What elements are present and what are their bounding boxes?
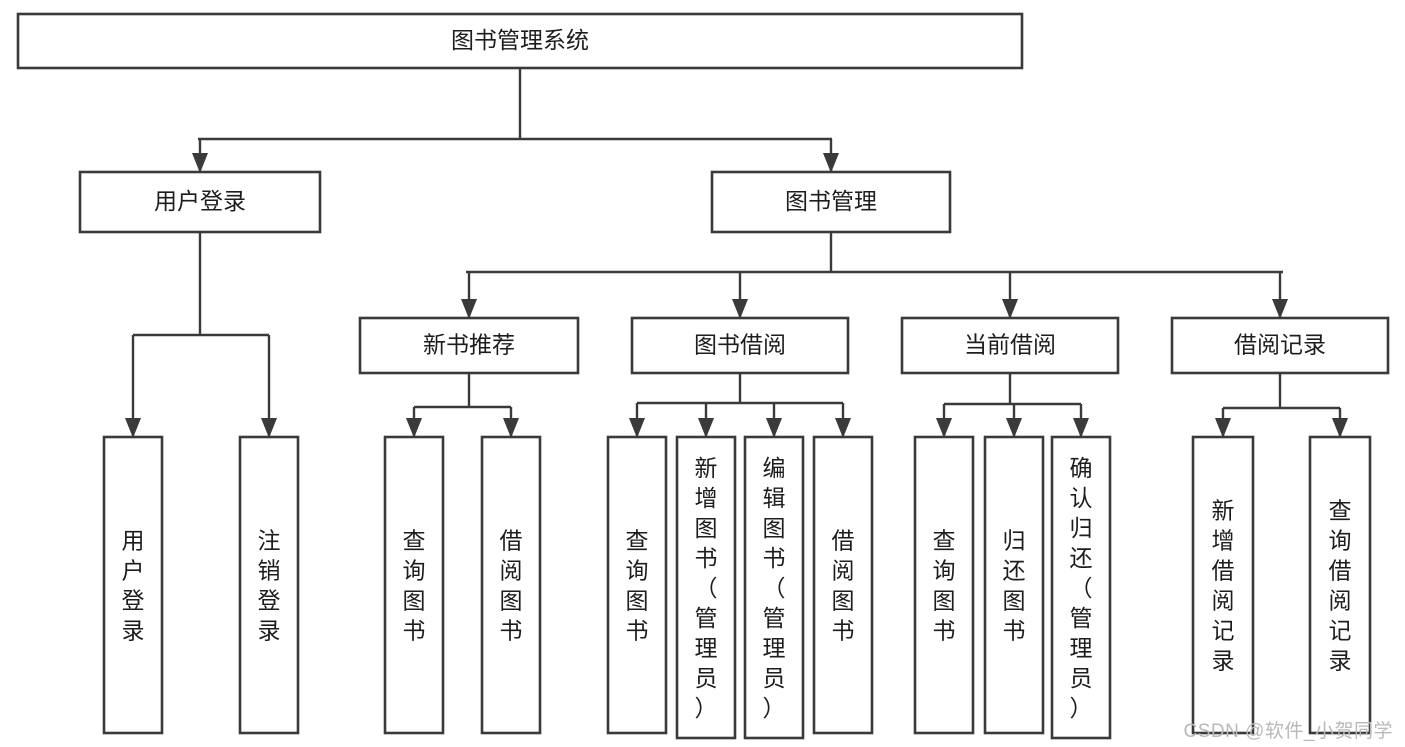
edges-layer: [125, 68, 1348, 438]
edge-group-bus-book-manage: [466, 232, 1283, 274]
node-leaf-confirm-return[interactable]: 确认归还（管理员）: [1050, 435, 1112, 740]
edge-book-manage-to-borrow-record: [1272, 272, 1288, 319]
node-box-book-manage[interactable]: [710, 170, 952, 234]
node-root[interactable]: 图书管理系统: [16, 12, 1024, 70]
edge-book-borrow-to-leaf-edit-book: [766, 403, 782, 438]
edge-root-to-user-login: [192, 139, 208, 173]
edge-current-borrow-to-leaf-query-book-3: [936, 404, 952, 438]
node-label-leaf-add-record: 新增借阅记录: [1212, 497, 1235, 673]
node-box-user-login[interactable]: [78, 170, 322, 234]
node-box-leaf-query-book-1[interactable]: [383, 435, 445, 735]
node-label-leaf-query-book-2: 查询图书: [626, 527, 649, 643]
edge-book-borrow-to-leaf-add-book: [698, 403, 714, 438]
node-leaf-borrow-book-1[interactable]: 借阅图书: [480, 435, 542, 735]
node-new-book-rec[interactable]: 新书推荐: [358, 316, 580, 375]
node-box-leaf-user-logout[interactable]: [238, 435, 300, 735]
node-box-leaf-user-login[interactable]: [102, 435, 164, 735]
edge-book-manage-to-current-borrow: [1002, 272, 1018, 319]
node-box-current-borrow[interactable]: [900, 316, 1120, 375]
edge-current-borrow-to-leaf-return-book: [1006, 404, 1022, 438]
node-box-leaf-add-book[interactable]: [675, 435, 737, 740]
edge-group-bus-root: [198, 68, 832, 141]
node-label-leaf-confirm-return: 确认归还（管理员）: [1070, 455, 1093, 721]
node-box-book-borrow[interactable]: [630, 316, 850, 375]
node-leaf-add-book[interactable]: 新增图书（管理员）: [675, 435, 737, 740]
edge-group-bus-new-book-rec: [414, 373, 511, 409]
node-box-borrow-record[interactable]: [1170, 316, 1390, 375]
node-box-leaf-query-book-3[interactable]: [913, 435, 975, 735]
edge-borrow-record-to-leaf-query-record: [1332, 408, 1348, 438]
node-leaf-return-book[interactable]: 归还图书: [983, 435, 1045, 735]
node-leaf-add-record[interactable]: 新增借阅记录: [1191, 435, 1255, 735]
node-box-leaf-borrow-book-1[interactable]: [480, 435, 542, 735]
edge-new-book-rec-to-leaf-query-book-1: [406, 407, 422, 438]
node-label-leaf-borrow-book-2: 借阅图书: [832, 527, 855, 643]
node-book-manage[interactable]: 图书管理: [710, 170, 952, 234]
node-label-leaf-add-book: 新增图书（管理员）: [695, 455, 718, 721]
node-label-leaf-borrow-book-1: 借阅图书: [500, 527, 523, 643]
node-label-user-login: 用户登录: [154, 188, 246, 214]
edge-user-login-to-leaf-user-logout: [261, 335, 277, 438]
node-user-login[interactable]: 用户登录: [78, 170, 322, 234]
edge-book-manage-to-book-borrow: [732, 272, 748, 319]
node-leaf-query-book-1[interactable]: 查询图书: [383, 435, 445, 735]
node-book-borrow[interactable]: 图书借阅: [630, 316, 850, 375]
edge-current-borrow-to-leaf-confirm-return: [1073, 404, 1089, 438]
node-box-leaf-query-book-2[interactable]: [606, 435, 668, 735]
node-label-root: 图书管理系统: [451, 27, 589, 53]
node-label-new-book-rec: 新书推荐: [423, 332, 515, 358]
node-label-leaf-user-logout: 注销登录: [258, 527, 281, 643]
node-label-leaf-edit-book: 编辑图书（管理员）: [763, 455, 786, 721]
edge-borrow-record-to-leaf-add-record: [1215, 408, 1231, 438]
node-label-leaf-query-record: 查询借阅记录: [1329, 497, 1352, 673]
watermark-text: CSDN @软件_小贺同学: [1183, 721, 1393, 742]
edge-group-bus-user-login: [133, 232, 269, 337]
node-label-borrow-record: 借阅记录: [1234, 332, 1326, 358]
edge-group-bus-current-borrow: [944, 373, 1081, 406]
node-box-leaf-return-book[interactable]: [983, 435, 1045, 735]
edge-new-book-rec-to-leaf-borrow-book-1: [503, 407, 519, 438]
edge-book-borrow-to-leaf-query-book-2: [629, 403, 645, 438]
node-leaf-query-book-2[interactable]: 查询图书: [606, 435, 668, 735]
node-box-leaf-query-record[interactable]: [1308, 435, 1372, 735]
node-label-current-borrow: 当前借阅: [964, 332, 1056, 358]
node-box-root[interactable]: [16, 12, 1024, 70]
node-label-book-borrow: 图书借阅: [694, 332, 786, 358]
node-box-leaf-borrow-book-2[interactable]: [812, 435, 874, 735]
node-label-book-manage: 图书管理: [785, 188, 877, 214]
node-leaf-borrow-book-2[interactable]: 借阅图书: [812, 435, 874, 735]
node-borrow-record[interactable]: 借阅记录: [1170, 316, 1390, 375]
node-label-leaf-user-login: 用户登录: [122, 527, 145, 643]
node-leaf-query-record[interactable]: 查询借阅记录: [1308, 435, 1372, 735]
nodes-layer: 图书管理系统用户登录图书管理新书推荐图书借阅当前借阅借阅记录用户登录注销登录查询…: [16, 12, 1390, 740]
node-label-leaf-return-book: 归还图书: [1003, 527, 1026, 643]
node-leaf-query-book-3[interactable]: 查询图书: [913, 435, 975, 735]
node-leaf-user-logout[interactable]: 注销登录: [238, 435, 300, 735]
node-current-borrow[interactable]: 当前借阅: [900, 316, 1120, 375]
edge-book-manage-to-new-book-rec: [461, 272, 477, 319]
node-box-leaf-add-record[interactable]: [1191, 435, 1255, 735]
edge-book-borrow-to-leaf-borrow-book-2: [835, 403, 851, 438]
node-label-leaf-query-book-1: 查询图书: [403, 527, 426, 643]
edge-group-bus-book-borrow: [637, 373, 843, 405]
edge-group-bus-borrow-record: [1223, 373, 1340, 410]
node-leaf-user-login[interactable]: 用户登录: [102, 435, 164, 735]
node-box-leaf-edit-book[interactable]: [743, 435, 805, 740]
node-box-leaf-confirm-return[interactable]: [1050, 435, 1112, 740]
edge-root-to-book-manage: [823, 139, 839, 173]
node-leaf-edit-book[interactable]: 编辑图书（管理员）: [743, 435, 805, 740]
edge-user-login-to-leaf-user-login: [125, 335, 141, 438]
node-box-new-book-rec[interactable]: [358, 316, 580, 375]
node-label-leaf-query-book-3: 查询图书: [933, 527, 956, 643]
